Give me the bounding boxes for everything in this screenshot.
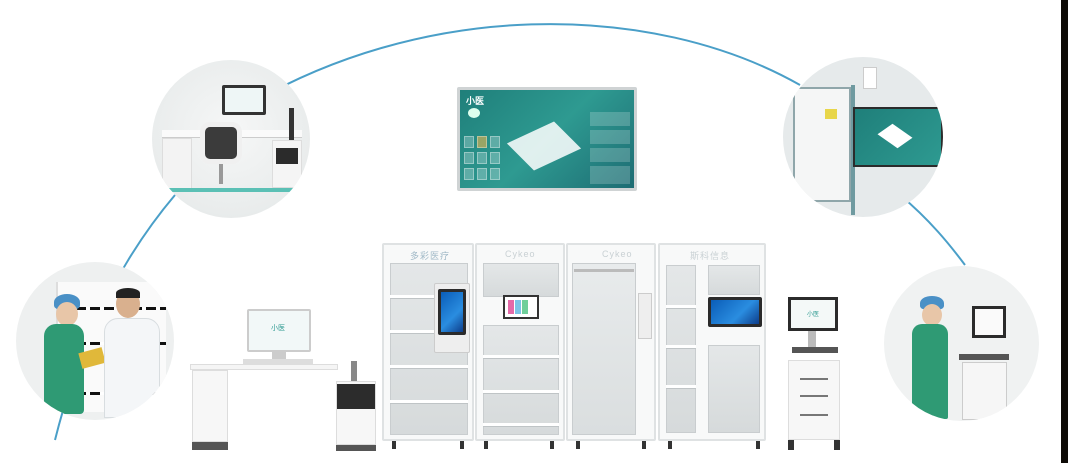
windows-display-screen[interactable] [708, 297, 762, 327]
desk-monitor: 小医 [247, 309, 311, 352]
windows-tablet-screen[interactable] [438, 289, 466, 335]
cart-monitor: 小医 [788, 297, 838, 331]
dashboard-title: 小医 [466, 96, 485, 106]
shoe-cabinet: 斯科信息 [658, 243, 766, 441]
hanger-rail [574, 269, 634, 272]
garment-cabinet-1: 多彩医疗 [382, 243, 474, 441]
nurse-at-cart-photo [884, 266, 1039, 421]
desk-station-photo [152, 60, 310, 218]
hanging-cabinet: Cykeo [566, 243, 656, 441]
monitor-icon [222, 85, 266, 115]
central-dashboard-display: 小医 [457, 87, 637, 191]
garment-cabinet-2: Cykeo [475, 243, 565, 441]
card-reader[interactable] [638, 293, 652, 339]
printer-icon [337, 384, 375, 409]
wall-dashboard-icon [853, 107, 943, 167]
chair-icon [200, 122, 242, 164]
small-display-screen[interactable] [503, 295, 539, 319]
operating-room-wall-display-photo [783, 57, 943, 217]
isometric-map-icon [506, 121, 582, 171]
printer-icon [276, 148, 298, 164]
cart-monitor-icon [972, 306, 1006, 338]
right-edge-strip [1061, 0, 1068, 463]
nurse-doctor-handover-photo [16, 262, 174, 420]
